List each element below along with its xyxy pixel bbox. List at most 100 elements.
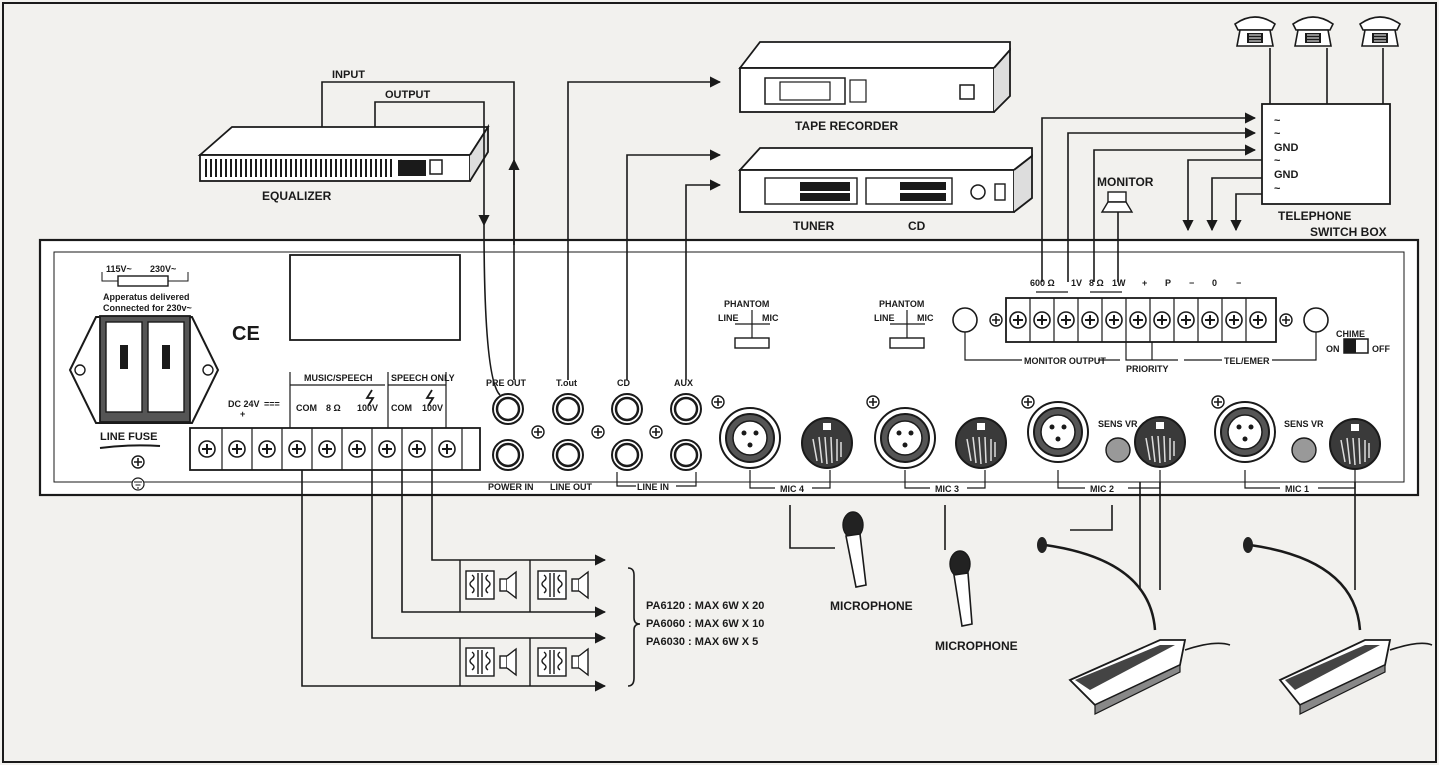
cd-jack-label: CD	[617, 378, 630, 388]
tel-emer-label: TEL/EMER	[1224, 356, 1270, 366]
line-out-jack	[551, 438, 585, 472]
mic-4-label: MIC 4	[780, 484, 804, 494]
chime-on-label: ON	[1326, 344, 1340, 354]
transformer-icon	[537, 570, 567, 600]
aux-jack	[669, 392, 703, 426]
spec-pa6030: PA6030 : MAX 6W X 5	[646, 636, 758, 648]
com-label: COM	[296, 403, 317, 413]
ground-screw	[131, 455, 145, 469]
100v-label: 100V	[357, 403, 378, 413]
sens-vr-knob[interactable]	[1105, 437, 1131, 463]
ground-icon	[131, 477, 145, 491]
line-out-label: LINE OUT	[550, 482, 593, 492]
line-fuse-label: LINE FUSE	[100, 431, 157, 443]
svg-text:1W: 1W	[1112, 278, 1126, 288]
handheld-microphone-icon	[842, 511, 867, 588]
tape-recorder-label: TAPE RECORDER	[795, 119, 898, 133]
svg-text:8 Ω: 8 Ω	[1089, 278, 1104, 288]
mic1-xlr-jack	[1214, 401, 1276, 463]
telephone-icon	[1359, 16, 1401, 47]
aux-label: AUX	[674, 378, 693, 388]
transformer-icon	[465, 647, 495, 677]
desk-microphone-icon	[1243, 537, 1433, 715]
apparatus-note-2: Connected for 230v~	[103, 303, 192, 313]
svg-text:600 Ω: 600 Ω	[1030, 278, 1055, 288]
telephone-icon	[1234, 16, 1276, 47]
mic3-xlr-jack	[874, 407, 936, 469]
dc-symbol-label: ===	[264, 399, 280, 409]
phantom-switch[interactable]	[889, 337, 925, 349]
lightning-icon	[365, 389, 435, 407]
mic4-xlr-jack	[719, 407, 781, 469]
mic-2-label: MIC 2	[1090, 484, 1114, 494]
voltage-selector	[117, 275, 169, 287]
handheld-microphone-icon	[949, 550, 973, 627]
cd-jack	[610, 392, 644, 426]
speaker-icon	[571, 571, 589, 599]
power-inlet-fuse	[68, 315, 220, 424]
mic2-xlr-jack	[1027, 401, 1089, 463]
t-out-label: T.out	[556, 378, 577, 388]
svg-text:GND: GND	[1274, 142, 1299, 154]
speech-only-label: SPEECH ONLY	[391, 373, 455, 383]
tuner-cd-unit	[737, 147, 1033, 213]
chime-label: CHIME	[1336, 329, 1365, 339]
mic-1-label: MIC 1	[1285, 484, 1309, 494]
desk-microphone-icon	[1037, 537, 1231, 715]
microphone-label: MICROPHONE	[830, 599, 913, 613]
tuner-label: TUNER	[793, 219, 835, 233]
svg-text:−: −	[1189, 278, 1194, 288]
monitor-output-label: MONITOR OUTPUT	[1024, 356, 1106, 366]
chime-off-label: OFF	[1372, 344, 1390, 354]
equalizer-label: EQUALIZER	[262, 189, 332, 203]
svg-text:0: 0	[1212, 278, 1217, 288]
input-label: INPUT	[332, 69, 365, 81]
mic2-din-jack	[1134, 416, 1186, 468]
transformer-icon	[465, 570, 495, 600]
transformer-icon	[537, 647, 567, 677]
mic-label: MIC	[762, 313, 779, 323]
label-plate	[289, 254, 461, 341]
line-in-jack	[610, 438, 644, 472]
mic-label: MIC	[917, 313, 934, 323]
com-label: COM	[391, 403, 412, 413]
equalizer-unit	[197, 123, 490, 182]
sens-vr-label: SENS VR	[1284, 419, 1324, 429]
svg-text:~: ~	[1274, 128, 1281, 140]
t-out-jack	[551, 392, 585, 426]
cd-label: CD	[908, 219, 926, 233]
monitor-terminal-labels: 600 Ω 1V 8 Ω 1W + P − 0 −	[1030, 278, 1241, 288]
svg-text:−: −	[1236, 278, 1241, 288]
monitor-label: MONITOR	[1097, 175, 1154, 189]
power-in-label: POWER IN	[488, 482, 534, 492]
line-label: LINE	[718, 313, 739, 323]
svg-text:GND: GND	[1274, 169, 1299, 181]
sens-vr-label: SENS VR	[1098, 419, 1138, 429]
speaker-icon	[499, 571, 517, 599]
line-label: LINE	[874, 313, 895, 323]
svg-text:+: +	[1142, 278, 1147, 288]
mic3-din-jack	[955, 417, 1007, 469]
speaker-group-1	[465, 570, 589, 600]
monitor-speaker-icon	[1100, 191, 1134, 213]
spec-pa6120: PA6120 : MAX 6W X 20	[646, 600, 764, 612]
speaker-icon	[571, 648, 589, 676]
switch-box-label: SWITCH BOX	[1310, 225, 1387, 239]
svg-text:~: ~	[1274, 115, 1281, 127]
sens-vr-knob[interactable]	[1291, 437, 1317, 463]
mic-3-label: MIC 3	[935, 484, 959, 494]
telephone-switch-box	[1261, 103, 1391, 205]
music-speech-label: MUSIC/SPEECH	[304, 373, 373, 383]
ce-mark: CE	[232, 323, 260, 345]
svg-text:~: ~	[1274, 183, 1281, 195]
line-in-label: LINE IN	[637, 482, 669, 492]
100v-label: 100V	[422, 403, 443, 413]
phantom-switch[interactable]	[734, 337, 770, 349]
mounting-hole	[952, 307, 978, 333]
svg-text:1V: 1V	[1071, 278, 1082, 288]
phantom-label: PHANTOM	[724, 299, 769, 309]
microphone-label: MICROPHONE	[935, 639, 1018, 653]
telephone-icon	[1292, 16, 1334, 47]
